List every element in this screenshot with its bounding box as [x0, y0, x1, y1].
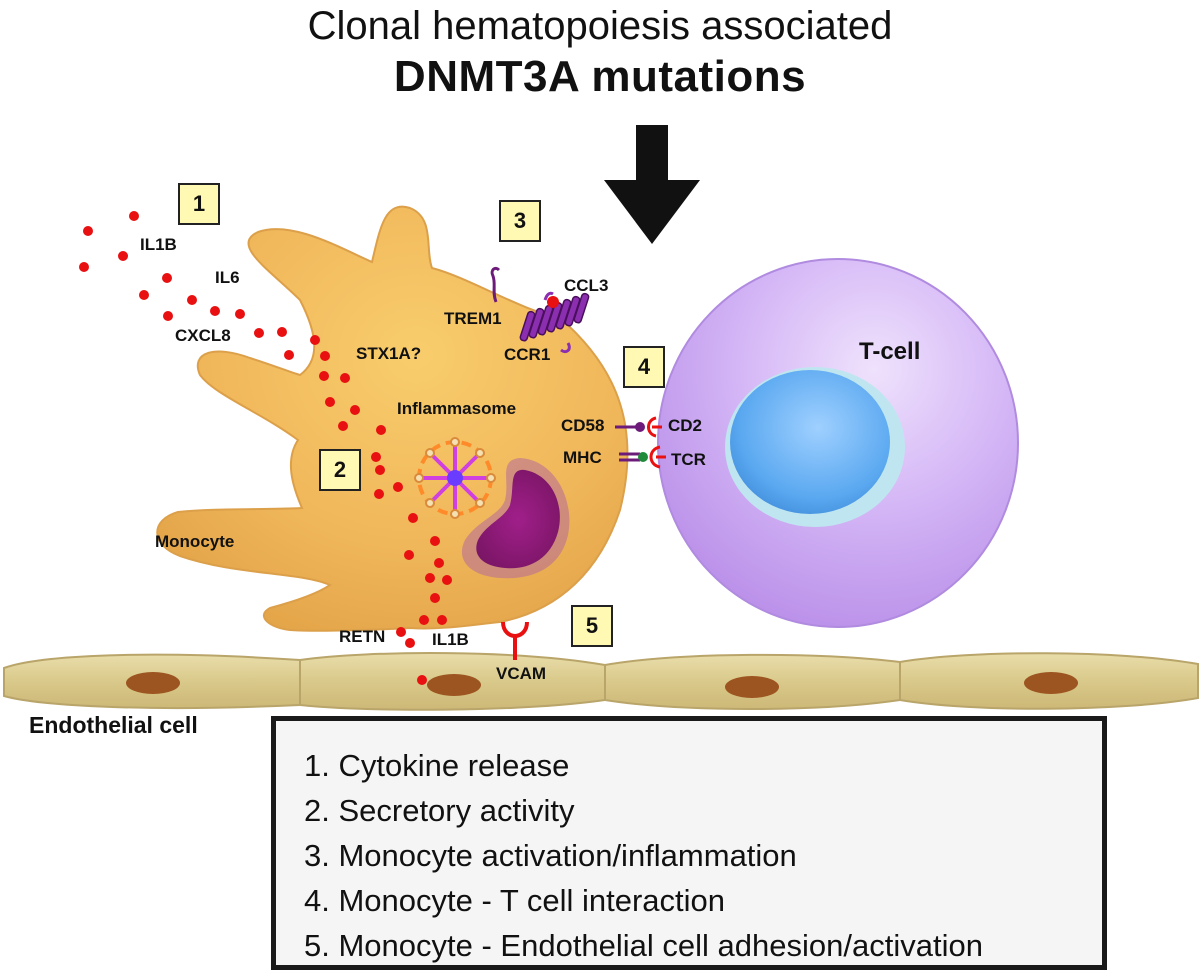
mhc-tcr-pair — [619, 445, 666, 469]
label-retn: RETN — [339, 627, 386, 646]
legend-item-3: 3. Monocyte activation/inflammation — [304, 838, 797, 873]
label-il1b-bottom: IL1B — [432, 630, 469, 649]
inflammasome-complex — [414, 437, 496, 519]
badge-5: 5 — [571, 605, 613, 647]
endothelial-nucleus — [725, 676, 779, 698]
endothelial-nucleus — [427, 674, 481, 696]
badge-1: 1 — [178, 183, 220, 225]
title-line-1: Clonal hematopoiesis associated — [307, 4, 893, 48]
legend-box: 1. Cytokine release 2. Secretory activit… — [271, 716, 1107, 970]
label-mhc: MHC — [563, 448, 602, 467]
badge-2: 2 — [319, 449, 361, 491]
label-cd58: CD58 — [561, 416, 605, 435]
label-il6: IL6 — [215, 268, 240, 287]
label-cd2: CD2 — [668, 416, 703, 435]
legend-item-2: 2. Secretory activity — [304, 793, 575, 828]
label-tcr: TCR — [671, 450, 706, 469]
monocyte-cell — [156, 205, 629, 632]
label-vcam: VCAM — [496, 664, 547, 683]
endothelial-nucleus — [1024, 672, 1078, 694]
label-trem1: TREM1 — [444, 309, 502, 328]
vcam-receptor — [501, 621, 529, 660]
cd58-cd2-pair — [615, 416, 662, 438]
label-il1b-top: IL1B — [140, 235, 177, 254]
label-ccl3: CCL3 — [564, 276, 609, 295]
badge-3: 3 — [499, 200, 541, 242]
label-inflammasome: Inflammasome — [397, 399, 517, 418]
cytokine-dots — [79, 211, 452, 685]
badge-4: 4 — [623, 346, 665, 388]
label-cxcl8: CXCL8 — [175, 326, 231, 345]
title-line-2: DNMT3A mutations — [393, 52, 807, 101]
trem1-receptor — [490, 266, 501, 303]
t-cell — [657, 258, 1019, 628]
legend-item-4: 4. Monocyte - T cell interaction — [304, 883, 725, 918]
ccr1-receptor — [519, 291, 590, 354]
down-arrow — [604, 125, 700, 244]
endothelial-nucleus — [126, 672, 180, 694]
ccl3-ligand — [547, 296, 559, 308]
label-tcell: T-cell — [859, 338, 921, 365]
endothelium — [3, 652, 1199, 711]
legend-item-5: 5. Monocyte - Endothelial cell adhesion/… — [304, 928, 983, 963]
label-stx1a: STX1A? — [356, 344, 422, 363]
label-monocyte: Monocyte — [155, 532, 235, 551]
label-endothelial-cell: Endothelial cell — [29, 712, 198, 738]
label-ccr1: CCR1 — [504, 345, 551, 364]
legend-item-1: 1. Cytokine release — [304, 748, 570, 783]
